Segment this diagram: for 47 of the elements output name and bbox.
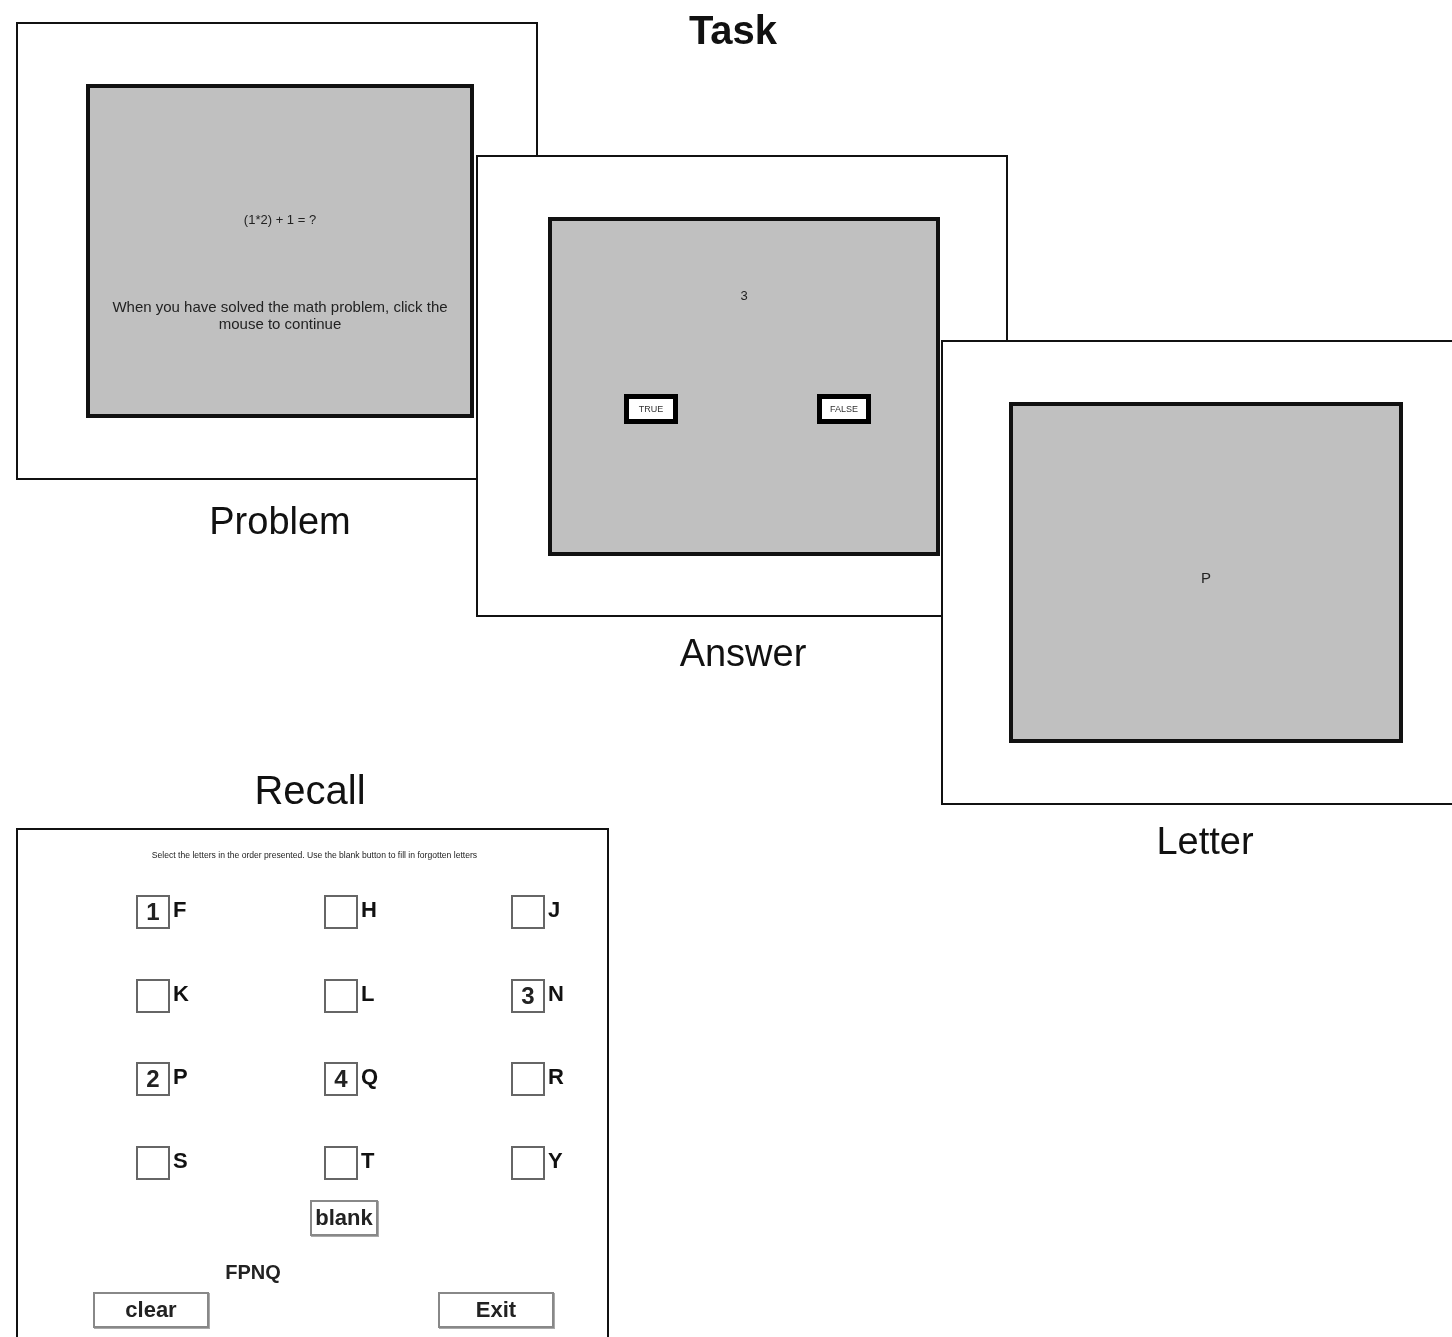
display-screen bbox=[86, 84, 474, 418]
screen-caption: Recall bbox=[253, 768, 367, 813]
answer-button: TRUE bbox=[624, 394, 678, 424]
stimulus-text: (1*2) + 1 = ? bbox=[242, 212, 318, 227]
checkbox bbox=[511, 1062, 545, 1096]
checkbox bbox=[324, 1146, 358, 1180]
screen-frame bbox=[476, 155, 1008, 617]
screen-frame bbox=[16, 22, 538, 480]
screen-caption: Letter bbox=[1155, 820, 1255, 863]
screen-caption: Problem bbox=[208, 500, 352, 543]
option-letter: J bbox=[548, 897, 561, 923]
answer-button: FALSE bbox=[817, 394, 871, 424]
checkbox: 4 bbox=[324, 1062, 358, 1096]
option-letter: P bbox=[173, 1064, 188, 1090]
instruction-text: Select the letters in the order presented. Use the blank button to fill in forgotten letters bbox=[150, 850, 479, 860]
option-letter: S bbox=[173, 1148, 188, 1174]
title: Task bbox=[687, 8, 779, 53]
checkbox bbox=[324, 979, 358, 1013]
selected-letters: FPNQ bbox=[224, 1261, 282, 1284]
instruction-text: When you have solved the math problem, click the mouse to continue bbox=[111, 298, 449, 332]
recall-panel bbox=[16, 828, 609, 1337]
checkbox bbox=[511, 1146, 545, 1180]
checkbox bbox=[511, 895, 545, 929]
screen-frame bbox=[941, 340, 1452, 805]
screen-caption: Answer bbox=[678, 632, 808, 675]
button: clear bbox=[93, 1292, 209, 1328]
option-letter: R bbox=[548, 1064, 564, 1090]
checkbox bbox=[324, 895, 358, 929]
option-letter: K bbox=[173, 981, 189, 1007]
stimulus-text: P bbox=[1200, 569, 1212, 586]
option-letter: T bbox=[361, 1148, 375, 1174]
option-letter: Y bbox=[548, 1148, 563, 1174]
button: blank bbox=[310, 1200, 378, 1236]
display-screen bbox=[1009, 402, 1403, 743]
display-screen bbox=[548, 217, 940, 556]
button: Exit bbox=[438, 1292, 554, 1328]
option-letter: Q bbox=[361, 1064, 379, 1090]
checkbox: 1 bbox=[136, 895, 170, 929]
option-letter: H bbox=[361, 897, 377, 923]
checkbox: 2 bbox=[136, 1062, 170, 1096]
checkbox: 3 bbox=[511, 979, 545, 1013]
checkbox bbox=[136, 979, 170, 1013]
stimulus-text: 3 bbox=[739, 288, 749, 303]
option-letter: F bbox=[173, 897, 187, 923]
option-letter: N bbox=[548, 981, 564, 1007]
checkbox bbox=[136, 1146, 170, 1180]
option-letter: L bbox=[361, 981, 375, 1007]
